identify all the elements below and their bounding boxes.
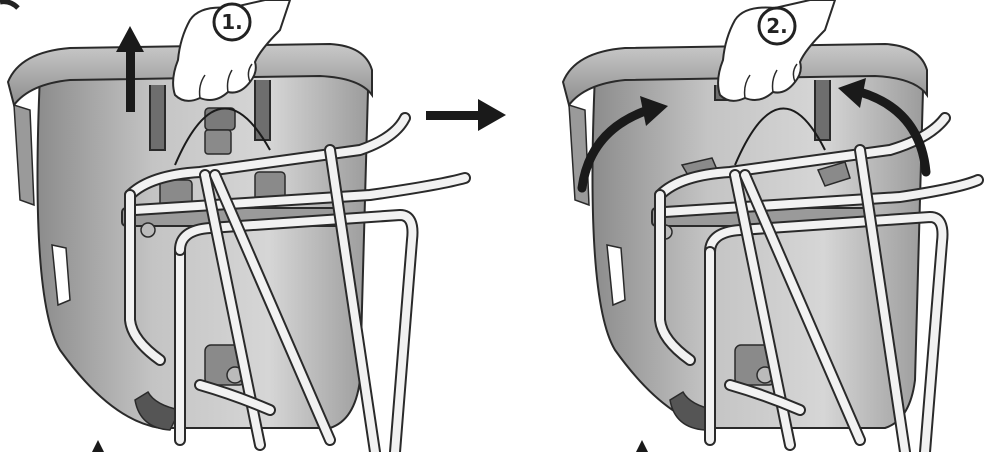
step-badge-1 — [212, 2, 252, 42]
pannier-bag — [36, 50, 370, 429]
panel-step-1: 1. — [6, 0, 471, 452]
hand-finger-lines — [198, 63, 253, 99]
bike-rack — [654, 112, 984, 452]
release-cable — [174, 107, 271, 166]
step-label-2: 2. — [766, 14, 788, 38]
cable-buckle — [204, 129, 232, 155]
side-strap — [13, 103, 35, 207]
up-arrow-icon — [116, 26, 144, 112]
right-arrow-icon — [426, 99, 506, 131]
hook-right-open — [816, 161, 851, 187]
bike-rack — [124, 112, 471, 452]
bottom-pointer-icon — [92, 440, 104, 452]
panel-step-2: 2. — [561, 0, 984, 452]
curved-arrow-left-icon — [577, 96, 668, 193]
hand-icon — [717, 0, 837, 102]
release-cable — [734, 107, 826, 166]
hand-finger-lines — [743, 63, 798, 99]
carry-handle-right — [814, 80, 831, 141]
hand-icon — [172, 0, 292, 102]
step-label-1: 1. — [221, 10, 243, 34]
handle-grip — [204, 107, 236, 131]
carry-handle-right — [254, 80, 271, 141]
bottom-pointer-icon — [636, 440, 648, 452]
rail-screw — [140, 222, 156, 238]
carry-handle-left — [149, 85, 166, 151]
curved-arrow-right-icon — [838, 78, 931, 177]
step-badge-2 — [757, 6, 797, 46]
reflector — [51, 244, 71, 307]
corner-ring-fragment — [0, 0, 20, 10]
reflector — [606, 244, 626, 307]
